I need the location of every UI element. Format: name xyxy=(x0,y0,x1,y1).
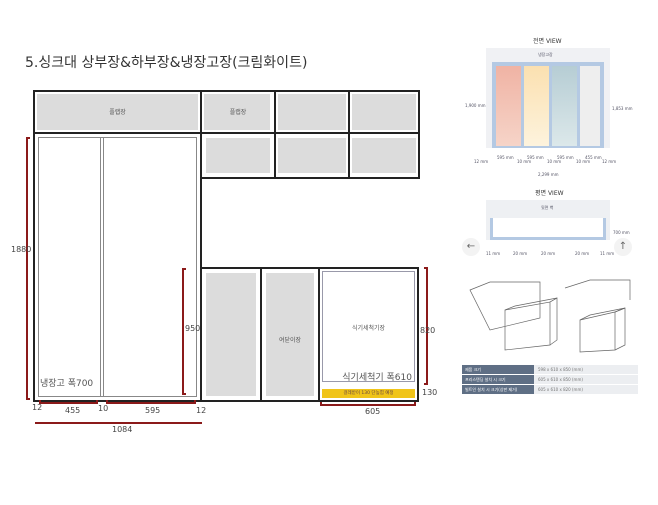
lower-cabinet-swing: 여닫이장 xyxy=(260,267,320,402)
upper-cabinet-flap-2: 플랩장 xyxy=(200,90,276,134)
upper-cabinet-5 xyxy=(200,132,276,179)
upper-cabinet-6 xyxy=(274,132,350,179)
page-title: 5.싱크대 상부장&하부장&냉장고장(크림화이트) xyxy=(25,55,308,71)
dishwasher-install-drawing xyxy=(469,279,631,353)
upper-cabinet-7 xyxy=(348,132,420,179)
dishwasher-cabinet: 식기세척기장 식기세척기 폭610 걸레받이 130 단높힘 예정 xyxy=(318,267,419,402)
dim-820 xyxy=(424,267,428,385)
back-button[interactable]: ← xyxy=(462,238,480,256)
front-view-diagram: 냉장고장 xyxy=(486,48,610,148)
side-wall xyxy=(200,178,202,270)
scroll-top-button[interactable]: ↑ xyxy=(614,238,632,256)
plinth: 걸레받이 130 단높힘 예정 xyxy=(322,389,415,398)
dim-1880 xyxy=(26,137,30,400)
spec-row: 빌트인 설치 시 크기(상판 제거)605 x 610 x 820 (mm) xyxy=(462,385,638,394)
upper-cabinet-3 xyxy=(274,90,350,134)
fridge-label: 냉장고 폭700 xyxy=(40,379,94,389)
plan-view-title: 평면 VIEW xyxy=(535,190,564,197)
plan-view-diagram: 뒷면 벽 xyxy=(486,200,610,240)
front-view-title: 전면 VIEW xyxy=(533,38,562,45)
dim-950 xyxy=(182,268,186,395)
fridge-cabinet: 냉장고 폭700 xyxy=(33,132,202,402)
lower-cabinet-1 xyxy=(200,267,262,402)
upper-cabinet-flap-1: 플랩장 xyxy=(33,90,202,134)
upper-cabinet-4 xyxy=(348,90,420,134)
